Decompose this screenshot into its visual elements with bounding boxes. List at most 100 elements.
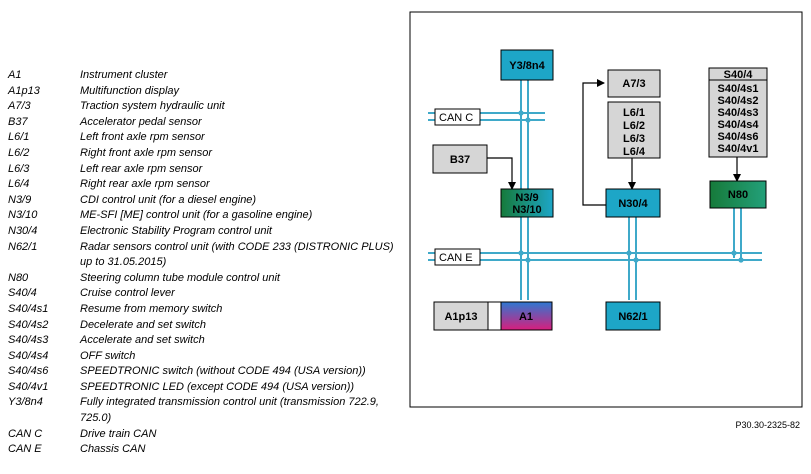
legend-row: N80 Steering column tube module control u…	[8, 271, 406, 287]
legend-code: L6/2	[8, 146, 30, 159]
legend-description: Multifunction display	[80, 84, 180, 97]
legend-code: CAN E	[8, 443, 42, 456]
legend-description: Decelerate and set switch	[80, 318, 206, 331]
legend-description: Electronic Stability Program control uni…	[80, 224, 272, 237]
svg-text:N3/9: N3/9	[515, 192, 538, 204]
legend-description: Traction system hydraulic unit	[80, 100, 225, 113]
legend-description: Left rear axle rpm sensor	[80, 162, 203, 175]
legend-description: SPEEDTRONIC switch (without CODE 494 (US…	[80, 365, 366, 378]
legend-code: S40/4s3	[8, 334, 49, 347]
box-n80: N80	[709, 180, 767, 209]
legend-description: Accelerator pedal sensor	[80, 115, 202, 128]
legend-description: ME-SFI [ME] control unit (for a gasoline…	[80, 209, 313, 222]
legend-code: L6/3	[8, 162, 30, 175]
svg-text:L6/1: L6/1	[623, 107, 645, 119]
legend-description: Left front axle rpm sensor	[80, 131, 205, 144]
box-n304: N30/4	[605, 188, 661, 218]
legend-row: N3/9 CDI control unit (for a diesel engin…	[8, 193, 406, 209]
legend-code: S40/4s6	[8, 365, 49, 378]
box-a1-connector	[487, 301, 502, 331]
legend-description: Drive train CAN	[80, 427, 157, 440]
box-a1: A1	[500, 301, 553, 331]
svg-text:S40/4v1: S40/4v1	[718, 143, 759, 155]
legend-code: A7/3	[8, 100, 31, 113]
svg-text:S40/4s4: S40/4s4	[718, 119, 760, 131]
svg-text:S40/4: S40/4	[724, 69, 754, 81]
box-n39-n310: N3/9 N3/10	[500, 188, 554, 218]
can-c-label: CAN C	[434, 108, 481, 126]
legend-row: N30/4 Electronic Stability Program contro…	[8, 224, 406, 240]
legend-row: N3/10 ME-SFI [ME] control unit (for a gas…	[8, 208, 406, 224]
legend-description: Steering column tube module control unit	[80, 271, 280, 284]
box-n621: N62/1	[605, 301, 661, 331]
svg-text:N80: N80	[728, 189, 748, 201]
legend-row: CAN C Drive train CAN	[8, 427, 406, 443]
legend-code: N80	[8, 271, 29, 284]
legend-code: S40/4s1	[8, 302, 49, 315]
legend-code: Y3/8n4	[8, 396, 43, 409]
legend-code: L6/4	[8, 178, 30, 191]
legend-row: S40/4 Cruise control lever	[8, 286, 406, 302]
legend-code: L6/1	[8, 131, 30, 144]
legend-code: S40/4s2	[8, 318, 49, 331]
legend-code: S40/4v1	[8, 380, 49, 393]
legend-description: Accelerate and set switch	[80, 334, 205, 347]
legend-row: L6/2 Right front axle rpm sensor	[8, 146, 406, 162]
legend-row: S40/4s1 Resume from memory switch	[8, 302, 406, 318]
svg-text:B37: B37	[450, 154, 470, 166]
legend-description: Cruise control lever	[80, 287, 175, 300]
legend-description: Resume from memory switch	[80, 302, 223, 315]
legend-description: Right front axle rpm sensor	[80, 146, 213, 159]
legend-code: A1	[8, 69, 22, 81]
svg-text:S40/4s6: S40/4s6	[718, 131, 759, 143]
legend-row: A1 Instrument cluster	[8, 68, 406, 84]
legend-row: S40/4s2 Decelerate and set switch	[8, 318, 406, 334]
bus-junctions	[518, 110, 744, 263]
legend-code: N3/10	[8, 209, 38, 222]
svg-text:Y3/8n4: Y3/8n4	[509, 60, 545, 72]
legend-description: SPEEDTRONIC LED (except CODE 494 (USA ve…	[80, 380, 355, 393]
legend-description: OFF switch	[80, 349, 136, 362]
box-b37: B37	[432, 144, 488, 174]
can-e-label: CAN E	[434, 248, 481, 266]
svg-text:A7/3: A7/3	[622, 78, 645, 90]
svg-text:CAN E: CAN E	[439, 252, 473, 264]
legend-row: L6/1 Left front axle rpm sensor	[8, 130, 406, 146]
box-s404: S40/4 S40/4s1 S40/4s2 S40/4s3 S40/4s4 S4…	[708, 67, 768, 158]
n80-can-link	[733, 206, 742, 258]
svg-text:L6/3: L6/3	[623, 133, 645, 145]
svg-text:CAN C: CAN C	[439, 112, 473, 124]
legend-code: CAN C	[8, 427, 43, 440]
svg-text:N3/10: N3/10	[512, 204, 541, 216]
legend-row: A7/3 Traction system hydraulic unit	[8, 99, 406, 115]
legend-code: N62/1	[8, 240, 38, 253]
n304-a73-arrow	[582, 79, 606, 206]
b37-signal-arrow	[487, 157, 516, 190]
box-a73: A7/3	[607, 69, 661, 98]
svg-text:S40/4s2: S40/4s2	[718, 95, 759, 107]
legend-description: Instrument cluster	[80, 69, 168, 81]
legend-code: S40/4	[8, 287, 37, 300]
legend-row: S40/4s3 Accelerate and set switch	[8, 333, 406, 349]
legend-code: A1p13	[8, 84, 40, 97]
legend-code: N30/4	[8, 224, 38, 237]
legend-row: A1p13 Multifunction display	[8, 84, 406, 100]
svg-text:L6/4: L6/4	[623, 146, 646, 158]
svg-text:S40/4s3: S40/4s3	[718, 107, 759, 119]
svg-text:S40/4s1: S40/4s1	[718, 83, 759, 95]
legend-description: CDI control unit (for a diesel engine)	[80, 193, 257, 206]
svg-text:N62/1: N62/1	[618, 311, 647, 323]
box-l6-sensors: L6/1 L6/2 L6/3 L6/4	[607, 101, 661, 159]
legend-description: Fully integrated transmission control un…	[80, 396, 379, 425]
legend-row: Y3/8n4 Fully integrated transmission cont…	[8, 395, 406, 426]
legend-code: N3/9	[8, 193, 32, 206]
svg-text:A1: A1	[519, 311, 533, 323]
can-e-bus	[428, 252, 762, 261]
legend-code: B37	[8, 115, 28, 128]
